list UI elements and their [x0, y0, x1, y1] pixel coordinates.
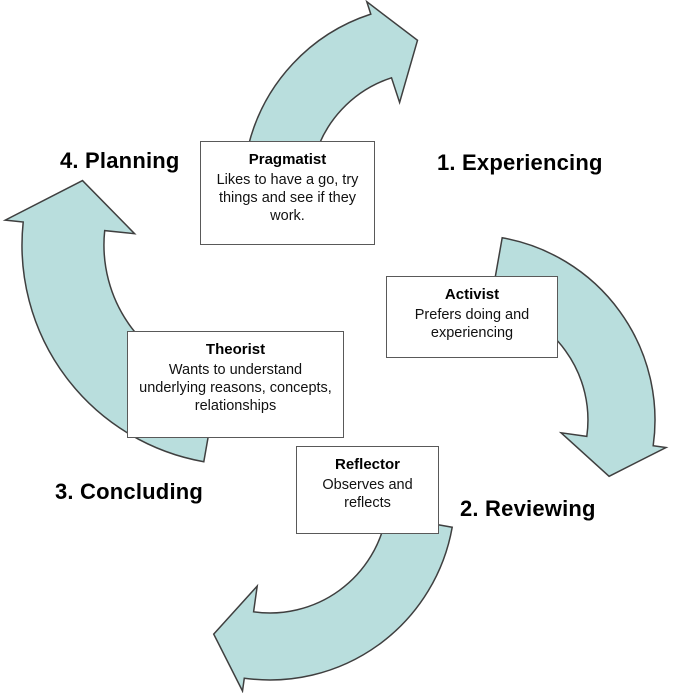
style-box-theorist: Theorist Wants to understand underlying … [127, 331, 344, 438]
stage-label-concluding: 3. Concluding [55, 479, 204, 504]
stage-label-experiencing: 1. Experiencing [437, 150, 603, 175]
stage-label-planning: 4. Planning [60, 148, 180, 173]
style-description-theorist: Wants to understand underlying reasons, … [139, 362, 332, 414]
style-description-pragmatist: Likes to have a go, try things and see i… [216, 172, 359, 224]
style-box-activist: Activist Prefers doing and experiencing [386, 276, 558, 358]
style-title-theorist: Theorist [205, 341, 266, 358]
cycle-arrow-top [247, 0, 419, 163]
cycle-arrow-bottom [212, 514, 454, 693]
style-box-pragmatist: Pragmatist Likes to have a go, try thing… [200, 141, 375, 245]
stage-label-reviewing: 2. Reviewing [460, 496, 596, 521]
style-title-reflector: Reflector [334, 456, 401, 473]
style-description-activist: Prefers doing and experiencing [414, 307, 530, 341]
style-title-pragmatist: Pragmatist [248, 151, 327, 168]
style-title-activist: Activist [444, 286, 500, 303]
style-box-reflector: Reflector Observes and reflects [296, 446, 439, 534]
style-description-reflector: Observes and reflects [322, 477, 413, 511]
